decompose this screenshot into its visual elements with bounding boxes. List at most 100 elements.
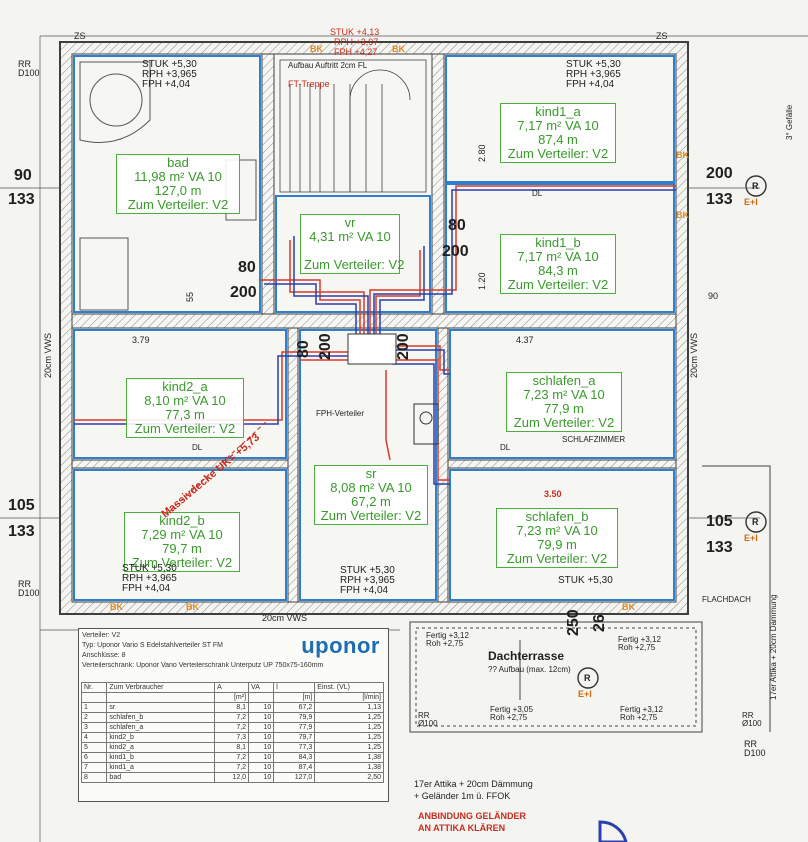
room-va: VA 10 (564, 118, 599, 133)
dl-marker-kind1: DL (532, 189, 543, 198)
room-va: VA 10 (564, 249, 599, 264)
dim-side-120: 1.20 (477, 272, 487, 290)
room-area: 7,17 m² (517, 118, 562, 133)
dl-marker-kind2: DL (192, 443, 203, 452)
zs-right: ZS (656, 31, 668, 41)
legend-schrank: Verteilerschrank: Uponor Vario Verteiler… (82, 662, 324, 669)
legend-verteiler: Verteiler: V2 (82, 632, 121, 639)
room-name: kind1_a (535, 104, 581, 119)
room-label-bad[interactable]: bad 11,98 m² VA 10 127,0 m Zum Verteiler… (116, 154, 240, 214)
attika-bottom-1: 17er Attika + 20cm Dämmung (414, 779, 533, 789)
room-length (304, 244, 396, 258)
legend-table: Nr. Zum Verbraucher A VA l Einst. (VL) [… (80, 682, 384, 783)
kind2b-heights: STUK +5,30 RPH +3,965 FPH +4,04 (122, 563, 177, 594)
zs-left: ZS (74, 31, 86, 41)
stuk-top: STUK +4,13 (330, 27, 380, 37)
room-distributor: Zum Verteiler: V2 (134, 421, 236, 436)
dim-door-80a: 80 (238, 259, 256, 276)
roh-3: Roh +2,75 (490, 713, 528, 722)
room-area: 7,23 m² (516, 523, 561, 538)
room-label-schlafen-b[interactable]: schlafen_b 7,23 m² VA 10 79,9 m Zum Vert… (496, 508, 618, 568)
room-label-kind2-a[interactable]: kind2_a 8,10 m² VA 10 77,3 m Zum Verteil… (126, 378, 244, 438)
room-distributor: Zum Verteiler: V2 (127, 197, 229, 212)
schlafen-b-heights: STUK +5,30 (558, 575, 613, 586)
uponor-logo: uponor (301, 633, 380, 658)
fph-top: FPH +4,27 (334, 47, 378, 57)
col-a: A (214, 682, 250, 693)
bk-marker-bottom-1: BK (110, 602, 123, 612)
dim-rr-d100-right: RR D100 (744, 739, 766, 758)
dim-left-133b: 133 (8, 523, 35, 540)
legend-header-row: Nr. Zum Verbraucher A VA l Einst. (VL) (80, 682, 384, 693)
room-area: 8,08 m² (330, 480, 375, 495)
dim-right-133b: 133 (706, 539, 733, 556)
room-length: 67,2 m (351, 494, 391, 509)
room-label-sr[interactable]: sr 8,08 m² VA 10 67,2 m Zum Verteiler: V… (314, 465, 428, 525)
gefalle-label: 3° Gefälle (785, 104, 794, 140)
dim-door-250: 250 (565, 609, 582, 636)
dim-left-133a: 133 (8, 191, 35, 208)
r-symbol-2: R (752, 517, 759, 527)
door-swing-arc (598, 820, 628, 842)
room-length: 87,4 m (538, 132, 578, 147)
room-label-schlafen-a[interactable]: schlafen_a 7,23 m² VA 10 77,9 m Zum Vert… (506, 372, 622, 432)
dim-width-437: 4.37 (516, 335, 534, 345)
dim-side-55: 55 (185, 291, 195, 302)
dim-rr-d100-left-b: RR D100 (18, 579, 40, 598)
dim-door-26: 26 (591, 614, 608, 632)
room-va: VA 10 (356, 229, 391, 244)
fertig-1: Fertig +3,12 (426, 631, 469, 640)
col-verbraucher: Zum Verbraucher (106, 682, 216, 693)
stair (279, 59, 427, 193)
vws-right: 20cm VWS (689, 332, 699, 378)
fertig-3: Fertig +3,05 (490, 705, 533, 714)
room-length: 77,3 m (165, 407, 205, 422)
room-distributor: Zum Verteiler: V2 (131, 555, 233, 570)
massivdecke-line (159, 419, 269, 521)
fph-verteiler-label: FPH-Verteiler (316, 409, 365, 418)
col-einst: Einst. (VL) (314, 682, 384, 693)
dim-width-350: 3.50 (544, 489, 562, 499)
room-name: bad (167, 155, 189, 170)
room-label-kind1-b[interactable]: kind1_b 7,17 m² VA 10 84,3 m Zum Verteil… (500, 234, 616, 294)
room-area: 7,23 m² (523, 387, 568, 402)
dim-door-80c: 80 (295, 340, 312, 358)
kind1-heights: STUK +5,30 RPH +3,965 FPH +4,04 (566, 59, 621, 90)
sr-heights: STUK +5,30 RPH +3,965 FPH +4,04 (340, 565, 395, 596)
room-area: 11,98 m² (134, 169, 185, 184)
room-va: VA 10 (188, 527, 223, 542)
fertig-2: Fertig +3,12 (618, 635, 661, 644)
dim-door-200a: 200 (230, 284, 257, 301)
room-length: 127,0 m (154, 183, 202, 198)
anbindung-1: ANBINDUNG GELÄNDER (418, 811, 526, 821)
bathtub (79, 61, 257, 311)
roh-4: Roh +2,75 (620, 713, 658, 722)
room-distributor: Zum Verteiler: V2 (507, 146, 609, 161)
room-label-kind1-a[interactable]: kind1_a 7,17 m² VA 10 87,4 m Zum Verteil… (500, 103, 616, 163)
room-va: VA 10 (377, 480, 412, 495)
e-plus-1: E+I (744, 197, 758, 207)
r-symbol-1: R (752, 181, 759, 191)
room-label-vr[interactable]: vr 4,31 m² VA 10 Zum Verteiler: V2 (300, 214, 404, 274)
room-name: schlafen_a (532, 373, 596, 388)
r-symbols (577, 175, 767, 689)
dim-door-200b: 200 (442, 243, 469, 260)
bad-heights: STUK +5,30 RPH +3,965 FPH +4,04 (142, 59, 197, 90)
dim-right-105: 105 (706, 513, 733, 530)
bk-marker-bottom-3: BK (622, 602, 635, 612)
bk-marker-top-right: BK (392, 44, 405, 54)
dim-right-133a: 133 (706, 191, 733, 208)
room-distributor: Zum Verteiler: V2 (320, 508, 422, 523)
room-label-kind2-b[interactable]: kind2_b 7,29 m² VA 10 79,7 m Zum Verteil… (124, 512, 240, 572)
dim-left-90: 90 (14, 167, 32, 184)
room-length: 79,9 m (537, 537, 577, 552)
e-plus-2: E+I (744, 533, 758, 543)
dachterrasse-label: Dachterrasse (488, 649, 565, 663)
e-plus-3: E+I (578, 689, 592, 699)
